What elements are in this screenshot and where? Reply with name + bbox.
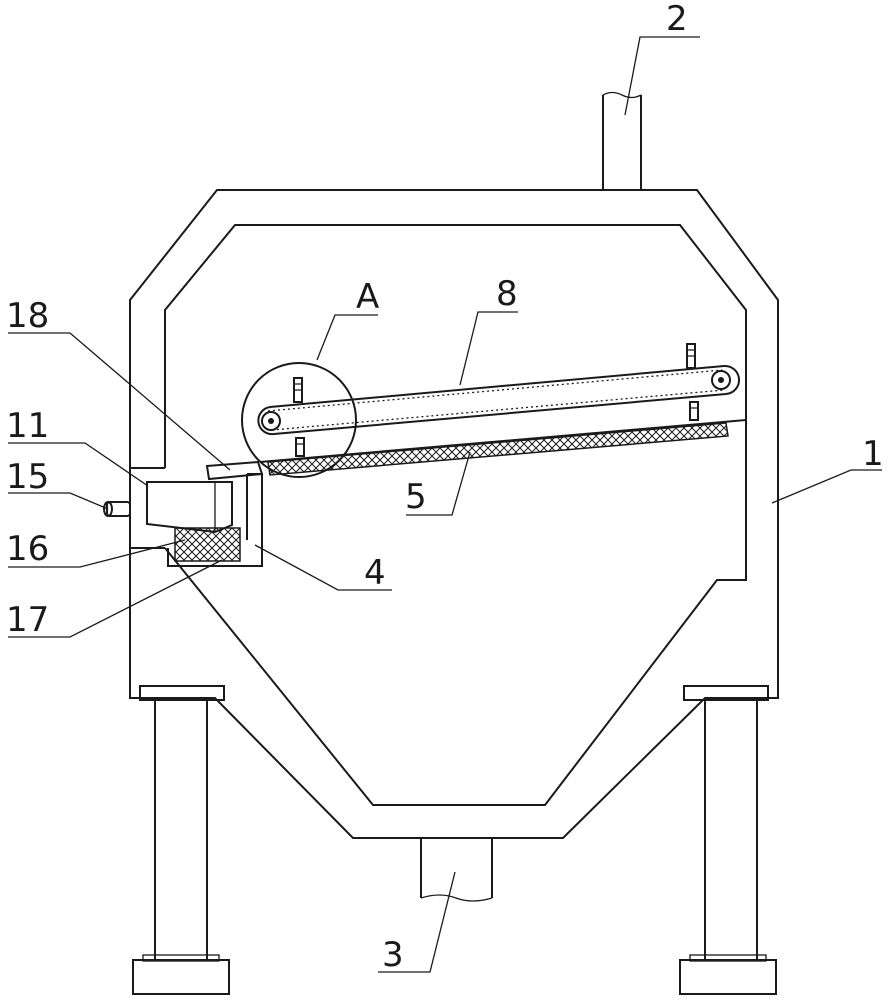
filter-block [174,527,241,562]
leader-4 [254,544,392,591]
label-5: 5 [405,477,427,517]
tank-outer-wall [129,189,779,839]
leader-5 [406,451,471,516]
drawer [146,481,233,534]
inlet-pipe [602,91,642,190]
label-17: 17 [6,600,49,640]
label-11: 11 [6,406,49,446]
left-leg [132,685,230,995]
label-2: 2 [666,0,688,39]
leader-18 [8,332,231,471]
right-leg [679,685,777,995]
leader-2 [624,36,700,116]
tank-inner-wall [164,224,747,806]
leader-A [316,314,378,361]
leader-11 [8,442,149,487]
belt-post-left [293,377,305,457]
leader-3 [378,871,456,973]
screen-plate [259,419,747,476]
label-16: 16 [6,529,49,569]
conveyor-belt [257,364,741,436]
leader-15 [8,492,109,510]
detail-circle-a [241,362,357,478]
leader-16 [8,539,186,568]
label-18: 18 [6,296,49,336]
outlet-pipe [420,838,493,902]
leader-8 [459,311,518,386]
label-8: 8 [496,274,518,314]
label-4: 4 [364,553,386,593]
label-3: 3 [382,935,404,975]
label-15: 15 [6,457,49,497]
leader-17 [8,559,223,638]
leader-1 [771,469,882,504]
label-A: A [356,277,379,317]
label-1: 1 [862,434,884,474]
belt-post-right [686,343,699,421]
deflector-plate [205,460,264,481]
